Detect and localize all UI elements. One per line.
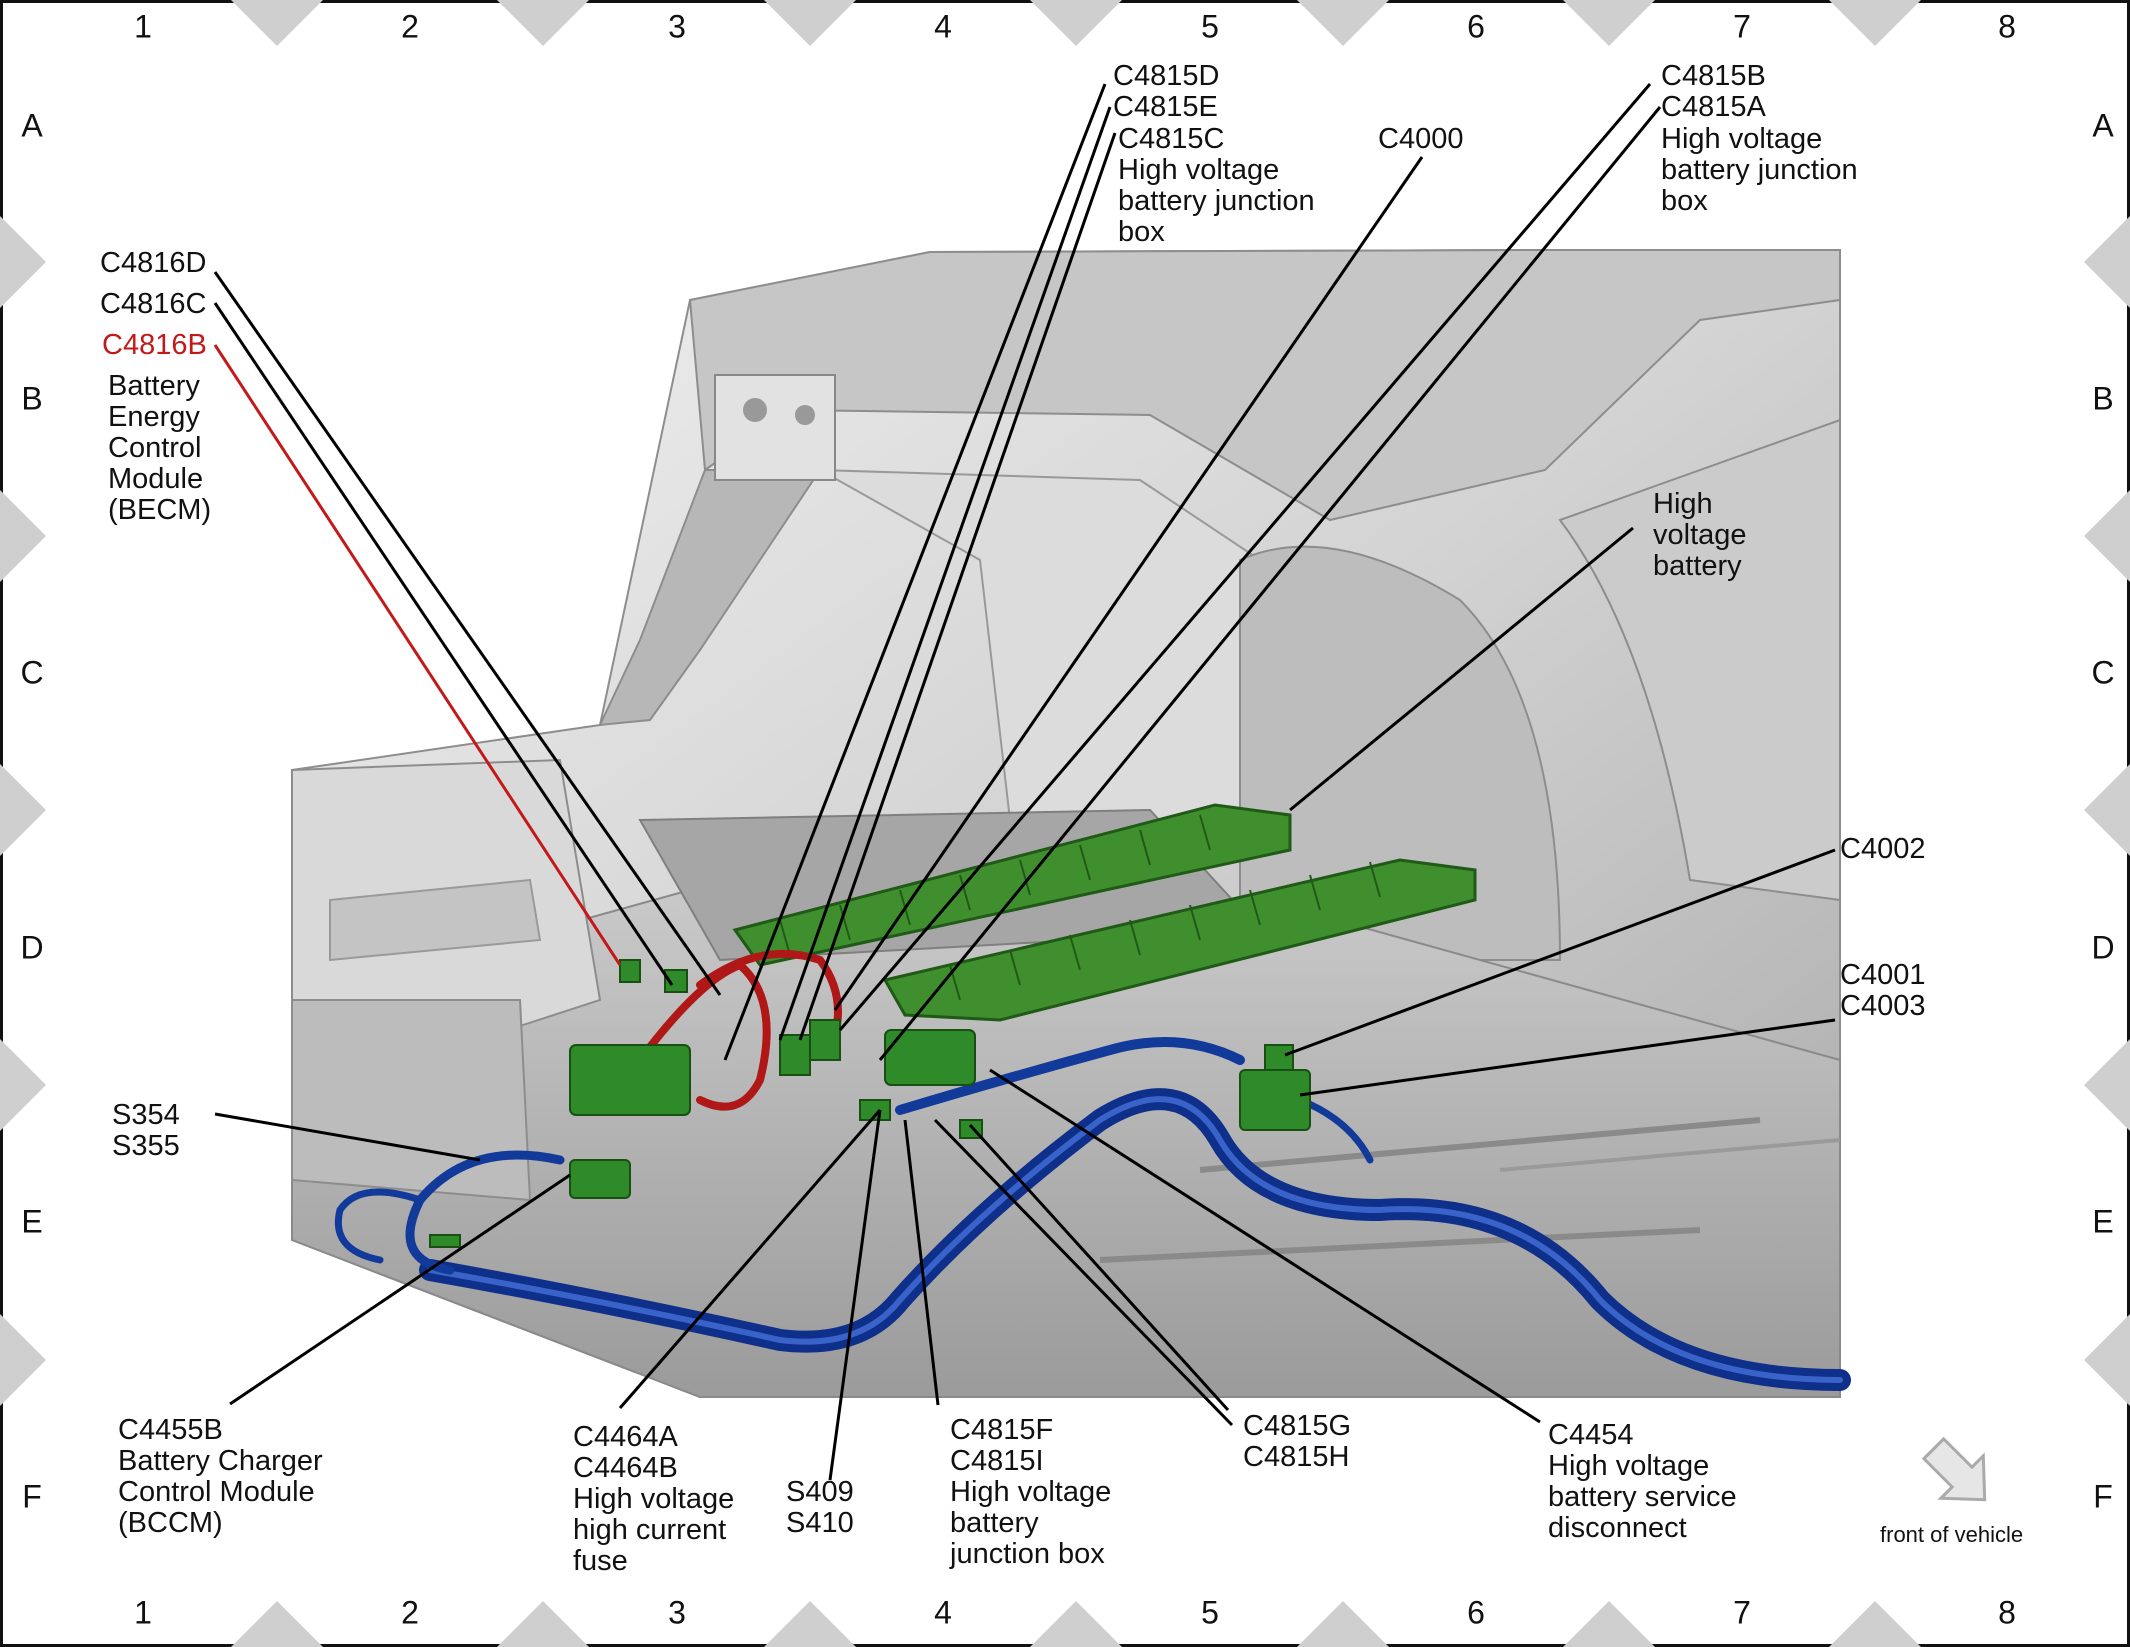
border-diamond-top [497,0,589,46]
border-diamond-right [2084,490,2130,582]
grid-row-left-e: E [21,1203,43,1240]
leader-line-c4816b [213,344,622,966]
border-diamond-bottom [1563,1601,1655,1647]
border-diamond-bottom [497,1601,589,1647]
callout-c4815d: C4815D [1113,60,1220,92]
grid-row-right-d: D [2091,929,2115,966]
grid-row-left-d: D [20,929,44,966]
callout-c4464-fuse: C4464A C4464B High voltage high current … [573,1421,735,1577]
callout-c4815b: C4815B [1661,60,1766,92]
blue-harness-illustration [334,1037,1851,1391]
border-diamond-bottom [764,1601,856,1647]
grid-col-top-2: 2 [401,8,419,45]
grid-col-top-6: 6 [1467,8,1485,45]
callout-high-voltage-battery: High voltage battery [1653,488,1747,582]
border-diamond-left [0,490,46,582]
leader-lines [213,83,1836,1481]
border-diamond-left [0,1039,46,1131]
grid-row-right-e: E [2092,1203,2114,1240]
grid-col-bottom-2: 2 [401,1594,419,1631]
grid-col-top-8: 8 [1998,8,2016,45]
callout-c4815g-c4815h: C4815G C4815H [1243,1410,1352,1473]
grid-col-top-5: 5 [1201,8,1219,45]
callout-c4816b: C4816B [102,329,207,361]
border-diamond-top [1829,0,1921,46]
border-diamond-left [0,764,46,856]
callout-c4815a: C4815A [1661,91,1766,123]
high-voltage-battery-illustration [732,803,1477,1022]
vehicle-body-illustration [291,248,1841,1399]
border-diamond-top [764,0,856,46]
border-diamond-bottom [1297,1601,1389,1647]
component-blocks-illustration [429,959,1311,1248]
grid-col-bottom-1: 1 [134,1594,152,1631]
callout-c4816c: C4816C [100,288,207,320]
callout-c4815c: C4815C [1118,123,1225,155]
callout-c4002: C4002 [1840,833,1926,865]
grid-col-bottom-3: 3 [668,1594,686,1631]
callout-junction-box-left-description: High voltage battery junction box [1118,154,1315,248]
callout-c4815e: C4815E [1113,91,1218,123]
grid-row-right-a: A [2092,107,2114,144]
grid-row-left-f: F [22,1478,42,1515]
border-diamond-left [0,1314,46,1406]
grid-col-top-4: 4 [934,8,952,45]
grid-col-top-1: 1 [134,8,152,45]
front-of-vehicle-arrow-icon [1921,1436,1987,1502]
border-diamond-bottom [1829,1601,1921,1647]
border-diamond-right [2084,1314,2130,1406]
border-diamond-bottom [231,1601,323,1647]
grid-col-bottom-6: 6 [1467,1594,1485,1631]
grid-row-left-b: B [21,380,43,417]
front-of-vehicle-label: front of vehicle [1880,1522,2024,1547]
grid-row-left-a: A [21,107,43,144]
callout-c4001-c4003: C4001 C4003 [1840,959,1926,1022]
callout-becm-description: Battery Energy Control Module (BECM) [108,370,212,526]
callout-c4454-service-disconnect: C4454 High voltage battery service disco… [1548,1419,1737,1544]
callout-c4455b-bccm: C4455B Battery Charger Control Module (B… [118,1414,323,1539]
border-diamond-left [0,216,46,308]
grid-row-left-c: C [20,654,44,691]
border-diamond-top [231,0,323,46]
callout-s409-s410: S409 S410 [786,1476,854,1539]
grid-row-right-f: F [2093,1478,2113,1515]
callout-c4816d: C4816D [100,247,207,279]
border-diamond-top [1030,0,1122,46]
border-diamond-top [1297,0,1389,46]
grid-col-bottom-8: 8 [1998,1594,2016,1631]
grid-row-right-c: C [2091,654,2115,691]
border-diamond-right [2084,216,2130,308]
border-diamond-right [2084,1039,2130,1131]
grid-col-top-7: 7 [1733,8,1751,45]
border-diamond-top [1563,0,1655,46]
callout-c4815f-c4815i: C4815F C4815I High voltage battery junct… [950,1414,1112,1570]
grid-col-bottom-5: 5 [1201,1594,1219,1631]
callout-c4000: C4000 [1378,123,1464,155]
callout-junction-box-right-description: High voltage battery junction box [1661,123,1858,217]
grid-col-bottom-7: 7 [1733,1594,1751,1631]
callout-s354-s355: S354 S355 [112,1099,180,1162]
border-diamond-right [2084,764,2130,856]
border-diamond-bottom [1030,1601,1122,1647]
grid-col-top-3: 3 [668,8,686,45]
grid-col-bottom-4: 4 [934,1594,952,1631]
red-harness-illustration [636,949,842,1111]
grid-row-right-b: B [2092,380,2114,417]
